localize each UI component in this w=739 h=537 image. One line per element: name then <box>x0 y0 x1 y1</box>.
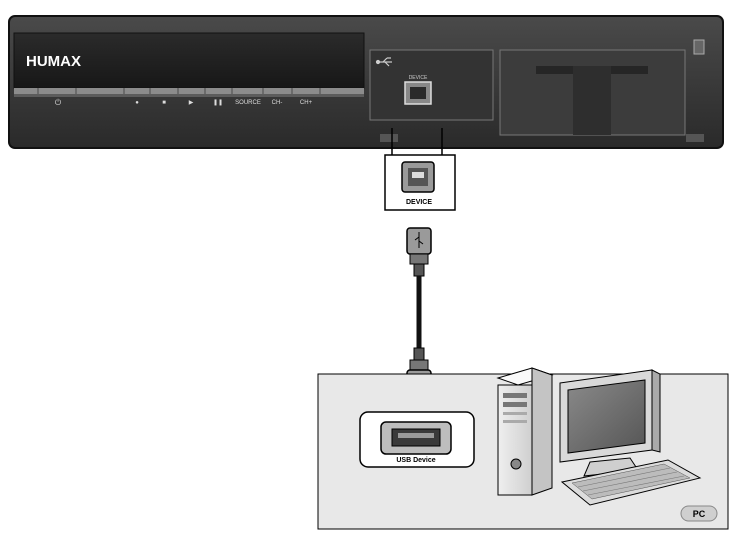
right-foot <box>686 134 704 142</box>
usb-device-label: USB Device <box>396 457 435 464</box>
indicator-light <box>693 39 705 55</box>
power-button-icon[interactable] <box>510 458 522 470</box>
left-foot <box>380 134 398 142</box>
callout-port-label: DEVICE <box>406 199 432 206</box>
power-icon[interactable]: ⏻ <box>55 98 62 107</box>
ch-minus-button-label[interactable]: CH- <box>272 100 283 106</box>
pc-badge-label: PC <box>693 509 706 519</box>
pc-panel: USB Device PC <box>317 367 729 530</box>
ch-plus-button-label[interactable]: CH+ <box>300 100 313 106</box>
front-button-strip <box>14 88 364 97</box>
device-port-label: DEVICE <box>409 75 428 81</box>
pause-icon[interactable]: ❚❚ <box>213 99 223 106</box>
set-top-box: HUMAX ⏻ ● ■ ▶ ❚❚ SOURCE CH- CH+ <box>8 15 724 149</box>
disc-tray-area <box>499 49 686 136</box>
record-icon[interactable]: ● <box>135 100 139 106</box>
pc-tower <box>496 367 554 496</box>
pc-keyboard <box>560 459 702 506</box>
usb-trident-icon <box>414 232 424 248</box>
source-button-label[interactable]: SOURCE <box>235 100 261 106</box>
pc-monitor <box>559 369 661 477</box>
usb-trident-icon <box>375 57 392 67</box>
brand-logo: HUMAX <box>26 53 81 70</box>
stop-icon[interactable]: ■ <box>162 100 166 106</box>
usb-door-panel: DEVICE <box>369 49 494 121</box>
callout-box: DEVICE <box>384 128 456 211</box>
play-icon[interactable]: ▶ <box>189 100 194 106</box>
pc-badge <box>680 505 718 522</box>
